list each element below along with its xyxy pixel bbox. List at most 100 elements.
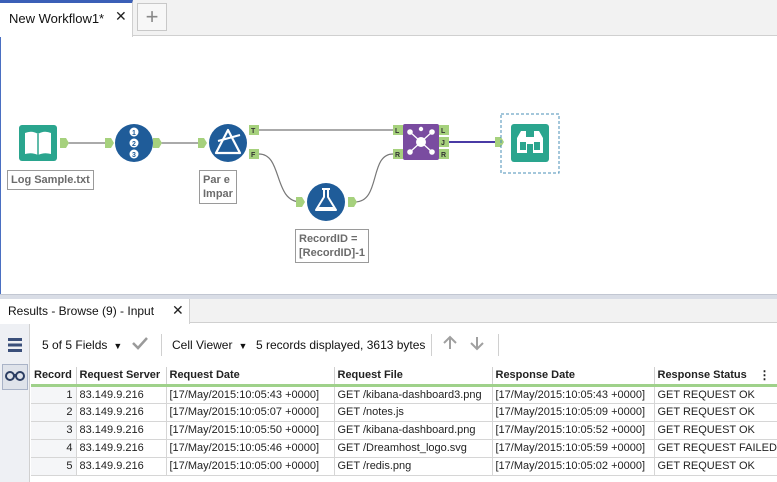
close-tab-icon[interactable]: ✕ bbox=[115, 8, 127, 24]
column-header-response-status-label: Response Status bbox=[657, 369, 747, 382]
cell-request-server: 83.149.9.216 bbox=[76, 439, 167, 458]
cell-record: 3 bbox=[31, 421, 77, 440]
fields-selector-label: 5 of 5 Fields bbox=[42, 338, 108, 352]
anchor-join-in-left bbox=[393, 125, 403, 135]
column-header-response-status[interactable]: Response Status ⋮ bbox=[654, 367, 777, 387]
anchor-input-out bbox=[60, 138, 69, 148]
viewer-selector[interactable]: Cell Viewer▼ bbox=[172, 338, 247, 352]
cell-request-date: [17/May/2015:10:05:50 +0000] bbox=[166, 421, 335, 440]
connection-formula-join bbox=[354, 153, 394, 203]
column-header-request-file[interactable]: Request File bbox=[334, 367, 493, 387]
column-header-request-server[interactable]: Request Server bbox=[76, 367, 167, 387]
toolbar-divider bbox=[161, 334, 162, 356]
svg-text:1: 1 bbox=[132, 130, 136, 137]
cell-request-server: 83.149.9.216 bbox=[76, 403, 167, 422]
results-left-rail bbox=[0, 324, 30, 482]
chevron-down-icon: ▼ bbox=[113, 341, 123, 351]
cell-request-file: GET /redis.png bbox=[334, 457, 493, 476]
results-tab-title: Results - Browse (9) - Input bbox=[8, 304, 155, 318]
cell-request-server: 83.149.9.216 bbox=[76, 385, 167, 404]
anchor-join-out-join bbox=[439, 137, 449, 147]
column-header-record[interactable]: Record bbox=[31, 367, 77, 387]
cell-record: 5 bbox=[31, 457, 77, 476]
browse-selection-box bbox=[500, 113, 560, 174]
table-row[interactable]: 4 83.149.9.216 [17/May/2015:10:05:46 +00… bbox=[31, 439, 777, 458]
chevron-down-icon: ▼ bbox=[238, 341, 248, 351]
cell-request-file: GET /kibana-dashboard.png bbox=[334, 421, 493, 440]
table-row[interactable]: 2 83.149.9.216 [17/May/2015:10:05:07 +00… bbox=[31, 403, 777, 422]
cell-request-server: 83.149.9.216 bbox=[76, 421, 167, 440]
cell-response-status: GET REQUEST OK bbox=[654, 403, 777, 422]
cell-response-date: [17/May/2015:10:05:59 +0000] bbox=[492, 439, 655, 458]
anchor-letter-out-l: L bbox=[441, 128, 446, 135]
cell-response-date: [17/May/2015:10:05:52 +0000] bbox=[492, 421, 655, 440]
cell-request-server: 83.149.9.216 bbox=[76, 457, 167, 476]
cell-record: 4 bbox=[31, 439, 77, 458]
anchor-letter-f: F bbox=[251, 152, 256, 159]
filter-label-line1: Par e bbox=[203, 174, 230, 186]
arrow-up-icon[interactable] bbox=[441, 334, 459, 355]
panel-splitter[interactable] bbox=[0, 294, 777, 299]
cell-request-date: [17/May/2015:10:05:46 +0000] bbox=[166, 439, 335, 458]
cell-response-status: GET REQUEST OK bbox=[654, 421, 777, 440]
svg-text:2: 2 bbox=[132, 141, 136, 148]
anchor-formula-in bbox=[296, 197, 305, 207]
cell-request-date: [17/May/2015:10:05:07 +0000] bbox=[166, 403, 335, 422]
book-icon[interactable] bbox=[19, 125, 57, 161]
table-row[interactable]: 1 83.149.9.216 [17/May/2015:10:05:43 +00… bbox=[31, 385, 777, 404]
more-options-icon[interactable]: ⋮ bbox=[758, 368, 771, 382]
anchor-letter-in-l: L bbox=[395, 128, 400, 135]
cell-response-date: [17/May/2015:10:05:09 +0000] bbox=[492, 403, 655, 422]
join-icon[interactable] bbox=[403, 124, 439, 160]
svg-text:3: 3 bbox=[132, 152, 136, 159]
workflow-canvas[interactable]: T F L R L J R 1 2 3 bbox=[0, 37, 777, 294]
fields-selector[interactable]: 5 of 5 Fields ▼ bbox=[42, 338, 122, 352]
binoculars-icon[interactable] bbox=[511, 124, 549, 162]
binoculars-view-icon[interactable] bbox=[2, 364, 28, 390]
input-node-label: Log Sample.txt bbox=[7, 170, 94, 190]
anchor-formula-out bbox=[348, 197, 357, 207]
cell-record: 1 bbox=[31, 385, 77, 404]
table-row[interactable]: 5 83.149.9.216 [17/May/2015:10:05:00 +00… bbox=[31, 457, 777, 476]
anchor-browse-in bbox=[495, 137, 504, 147]
close-results-tab-icon[interactable]: ✕ bbox=[172, 302, 184, 318]
anchor-filter-true bbox=[249, 125, 259, 135]
column-header-response-date[interactable]: Response Date bbox=[492, 367, 655, 387]
connection-filter-false-formula bbox=[258, 153, 302, 203]
formula-node-label: RecordID = [RecordID]-1 bbox=[295, 229, 370, 263]
anchor-letter-in-r: R bbox=[395, 152, 400, 159]
apply-check-icon[interactable] bbox=[131, 334, 149, 355]
tab-results-browse[interactable]: Results - Browse (9) - Input ✕ bbox=[0, 299, 190, 324]
record-id-icon[interactable]: 1 2 3 bbox=[115, 124, 153, 162]
tab-title: New Workflow1* bbox=[9, 11, 105, 26]
cell-request-date: [17/May/2015:10:05:43 +0000] bbox=[166, 385, 335, 404]
grid-header-row: Record Request Server Request Date Reque… bbox=[31, 367, 777, 387]
tab-new-workflow1[interactable]: New Workflow1* ✕ bbox=[0, 0, 133, 37]
anchor-letter-t: T bbox=[251, 128, 256, 135]
list-view-icon[interactable] bbox=[2, 336, 28, 362]
formula-label-line1: RecordID = bbox=[299, 233, 358, 245]
results-toolbar: 5 of 5 Fields ▼ Cell Viewer▼ 5 records di… bbox=[31, 330, 777, 360]
formula-icon[interactable] bbox=[307, 183, 345, 221]
arrow-down-icon[interactable] bbox=[468, 334, 486, 355]
connections-layer: T F L R L J R 1 2 3 bbox=[19, 113, 560, 221]
add-tab-button[interactable]: + bbox=[137, 3, 167, 31]
filter-label-line2: Impar bbox=[203, 188, 233, 200]
cell-request-file: GET /notes.js bbox=[334, 403, 493, 422]
filter-icon[interactable] bbox=[209, 124, 247, 162]
anchor-letter-out-r: R bbox=[441, 152, 446, 159]
cell-record: 2 bbox=[31, 403, 77, 422]
cell-request-file: GET /kibana-dashboard3.png bbox=[334, 385, 493, 404]
records-status: 5 records displayed, 3613 bytes bbox=[256, 338, 426, 352]
results-tab-bar: Results - Browse (9) - Input ✕ bbox=[0, 299, 777, 324]
column-header-request-date[interactable]: Request Date bbox=[166, 367, 335, 387]
cell-response-status: GET REQUEST FAILED bbox=[654, 439, 777, 458]
toolbar-divider bbox=[431, 334, 432, 356]
results-grid: Record Request Server Request Date Reque… bbox=[31, 367, 777, 476]
anchor-join-out-left bbox=[439, 125, 449, 135]
table-row[interactable]: 3 83.149.9.216 [17/May/2015:10:05:50 +00… bbox=[31, 421, 777, 440]
filter-node-label: Par e Impar bbox=[199, 170, 237, 204]
toolbar-divider bbox=[498, 334, 499, 356]
formula-label-line2: [RecordID]-1 bbox=[299, 247, 366, 259]
cell-request-file: GET /Dreamhost_logo.svg bbox=[334, 439, 493, 458]
